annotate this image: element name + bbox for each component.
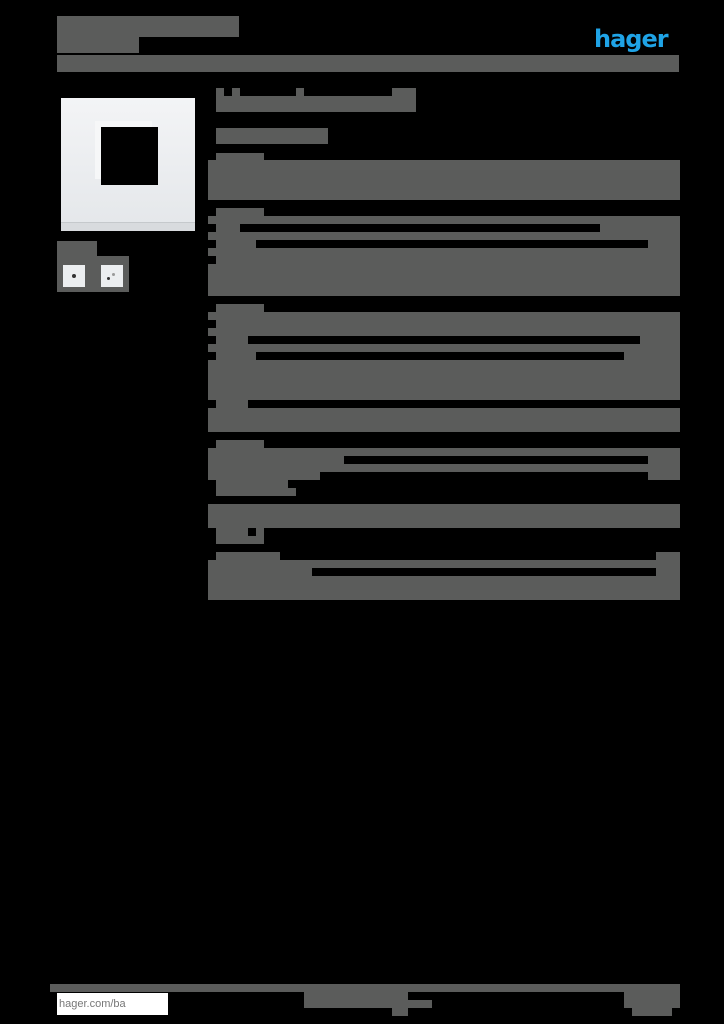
section-body	[208, 408, 680, 432]
hager-logo[interactable]: hager	[594, 25, 669, 53]
section-heading	[216, 153, 264, 162]
row-divider	[256, 352, 624, 360]
product-name	[216, 96, 416, 112]
row-divider	[248, 336, 640, 344]
frame-bottom-edge	[61, 222, 195, 231]
variants-label	[57, 241, 97, 256]
row-divider	[344, 456, 648, 464]
document-title	[57, 16, 239, 37]
section-heading	[216, 304, 264, 313]
product-name-ascenders	[216, 88, 416, 96]
footer-center-text	[304, 992, 408, 1008]
footer-page-info	[624, 992, 680, 1008]
row-divider	[256, 240, 648, 248]
section-heading	[216, 440, 264, 449]
socket-icon	[72, 274, 76, 278]
socket-icon	[112, 273, 115, 276]
row-divider	[320, 472, 648, 480]
variant-thumbnail-2[interactable]	[101, 265, 123, 287]
logo-underline	[633, 55, 643, 61]
header-rule	[57, 55, 679, 72]
website-link[interactable]: hager.com/ba	[57, 993, 168, 1015]
product-reference	[216, 128, 328, 144]
document-subtitle	[57, 37, 139, 53]
section-body	[208, 160, 680, 200]
section-table	[208, 560, 680, 600]
row-divider	[312, 568, 656, 576]
frame-opening	[101, 127, 158, 185]
variant-thumbnail-1[interactable]	[63, 265, 85, 287]
section-heading	[216, 208, 264, 217]
product-image	[61, 98, 195, 231]
section-heading	[216, 400, 248, 408]
row-divider	[240, 224, 600, 232]
section-heading	[216, 552, 280, 561]
footer-rule	[50, 984, 680, 992]
socket-icon	[107, 277, 110, 280]
section-body	[208, 504, 680, 528]
